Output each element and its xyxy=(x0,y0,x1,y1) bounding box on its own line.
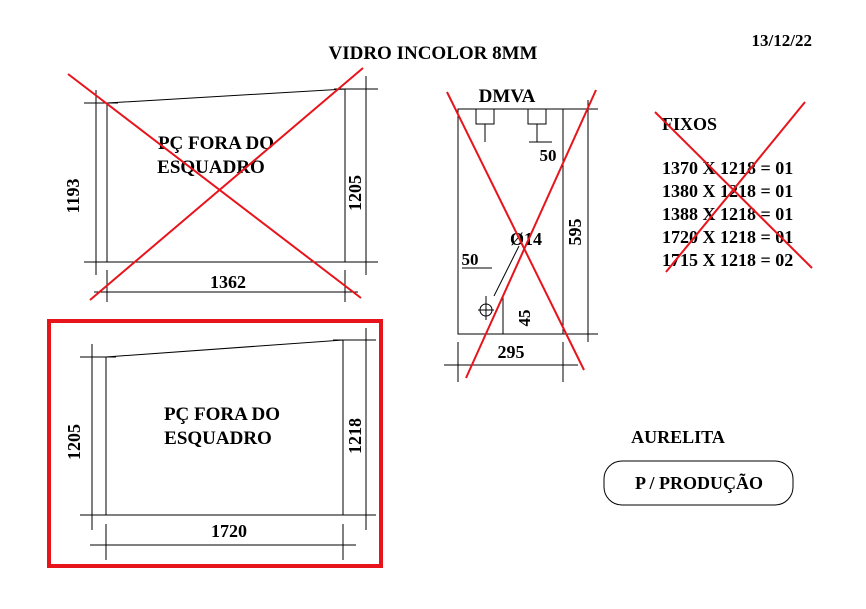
piece-2-right-dim: 595 xyxy=(565,219,585,246)
page-title: VIDRO INCOLOR 8MM xyxy=(329,43,538,64)
piece-3-highlight-frame xyxy=(47,319,383,568)
fixos-item: 1380 X 1218 = 01 xyxy=(662,181,793,201)
piece-1-cancel-mark xyxy=(67,73,362,299)
hinge-cutout xyxy=(527,108,547,125)
piece-2-drawing: DMVA 50 50 Ø14 45 595 295 xyxy=(444,86,598,382)
piece-2-side-offset: 50 xyxy=(462,250,479,269)
fixos-cancel-mark xyxy=(665,101,806,273)
production-status-frame[interactable] xyxy=(603,460,794,506)
piece-1-note-line2: ESQUADRO xyxy=(157,157,265,178)
hinge-cutout xyxy=(475,108,495,125)
piece-1-bottom-dim: 1362 xyxy=(210,272,246,292)
piece-3-note-line1: PÇ FORA DO xyxy=(164,404,280,425)
piece-2-label: DMVA xyxy=(479,86,536,107)
piece-2-hole-height: 45 xyxy=(515,310,534,327)
piece-3-right-dim: 1218 xyxy=(345,418,365,454)
client-name: AURELITA xyxy=(631,427,725,447)
piece-2-bottom-dim: 295 xyxy=(498,342,525,362)
piece-1-cancel-mark xyxy=(89,67,364,301)
fixos-list: FIXOS 1370 X 1218 = 01 1380 X 1218 = 01 … xyxy=(654,101,813,273)
piece-3-note-line2: ESQUADRO xyxy=(164,428,272,449)
piece-3-left-dim: 1205 xyxy=(64,424,84,460)
fixos-item: 1370 X 1218 = 01 xyxy=(662,158,793,178)
piece-2-top-offset: 50 xyxy=(540,146,557,165)
fixos-item: 1720 X 1218 = 01 xyxy=(662,227,793,247)
piece-2-cancel-mark xyxy=(465,89,597,379)
piece-1-left-dim: 1193 xyxy=(63,178,83,213)
production-status-button[interactable]: P / PRODUÇÃO xyxy=(603,460,794,506)
fixos-item: 1388 X 1218 = 01 xyxy=(662,204,793,224)
piece-1-note-line1: PÇ FORA DO xyxy=(158,133,274,154)
drawing-date: 13/12/22 xyxy=(752,31,812,50)
piece-1-right-dim: 1205 xyxy=(345,175,365,211)
piece-1-drawing: PÇ FORA DO ESQUADRO 1193 1205 1362 xyxy=(63,67,378,302)
fixos-title: FIXOS xyxy=(662,114,717,134)
piece-3-bottom-dim: 1720 xyxy=(211,521,247,541)
piece-2-outline xyxy=(457,108,564,335)
fixos-item: 1715 X 1218 = 02 xyxy=(662,250,793,270)
piece-2-cancel-mark xyxy=(446,91,585,371)
production-status-label[interactable]: P / PRODUÇÃO xyxy=(635,472,763,493)
piece-3-drawing: PÇ FORA DO ESQUADRO 1205 1218 1720 xyxy=(47,319,383,568)
